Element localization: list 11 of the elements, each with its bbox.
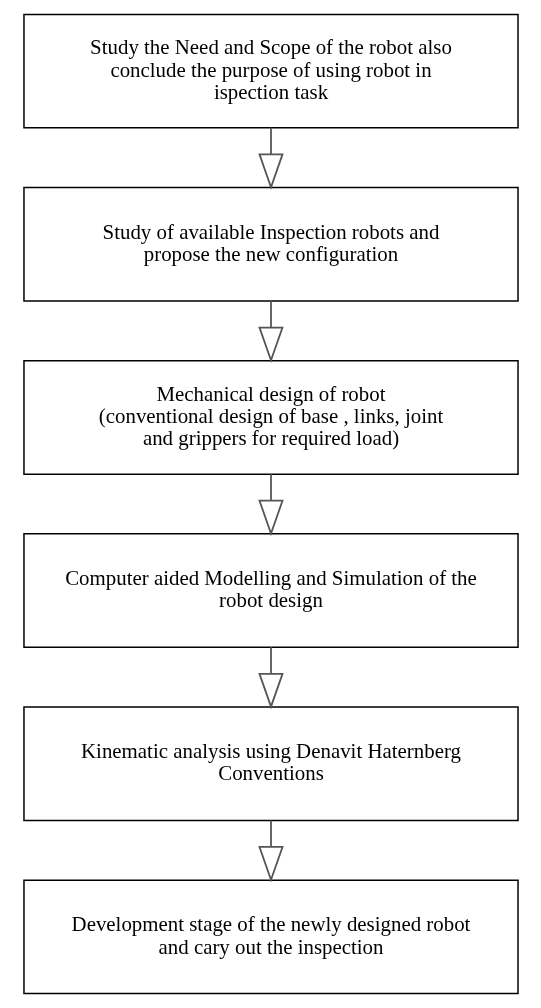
node-box: Computer aided Modelling and Simulation of the robot design [22, 533, 519, 649]
node-box: Mechanical design of robot (conventional design of base , links, joint and grippers for required load) [22, 359, 519, 475]
arrow [257, 300, 284, 364]
arrow [257, 473, 284, 537]
arrow [257, 126, 284, 190]
arrow [257, 819, 284, 883]
arrow [257, 646, 284, 710]
node-box: Study the Need and Scope of the robot also conclude the purpose of using robot in ispection task [22, 13, 519, 129]
node-box: Study of available Inspection robots and propose the new configuration [22, 186, 519, 302]
node-box: Kinematic analysis using Denavit Haternberg Conventions [22, 706, 519, 822]
node-box: Development stage of the newly designed robot and cary out the inspection [22, 879, 519, 995]
